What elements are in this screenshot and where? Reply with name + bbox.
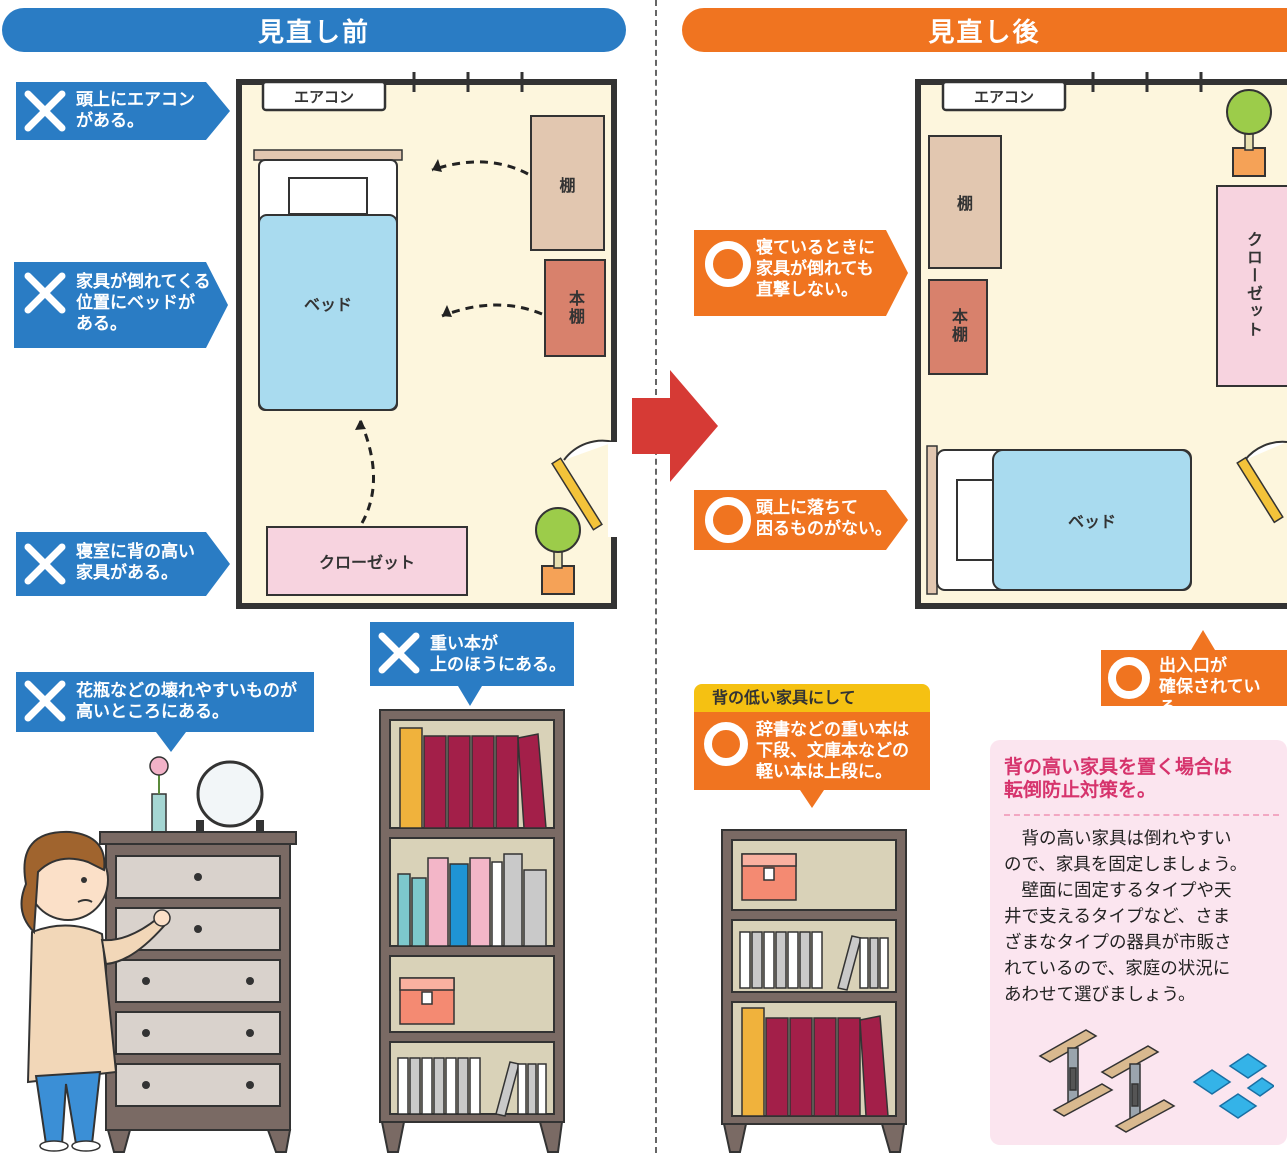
tip-box: 背の高い家具を置く場合は 転倒防止対策を。 背の高い家具は倒れやすい ので、家具…	[990, 740, 1287, 1145]
cross-icon	[24, 543, 66, 585]
before-aircon-label: エアコン	[293, 87, 354, 106]
before-bookshelf-label: 本棚	[566, 290, 585, 326]
circle-icon	[705, 241, 751, 287]
woman-illustration	[20, 830, 171, 1152]
header-before: 見直し前	[2, 8, 626, 52]
after-bed-label: ベッド	[1067, 512, 1116, 531]
circle-icon	[705, 497, 751, 543]
after-shelf-label: 棚	[956, 194, 973, 213]
circle-icon	[1108, 657, 1150, 699]
before-callout-vase: 花瓶などの壊れやすいものが 高いところにある。	[16, 672, 314, 754]
after-aircon-label: エアコン	[973, 87, 1034, 106]
before-callout-books: 重い本が 上のほうにある。	[370, 622, 574, 708]
low-furniture-tag: 背の低い家具にして	[694, 684, 930, 712]
transition-arrow-icon	[632, 370, 718, 482]
cross-icon	[24, 680, 66, 722]
tip-body: 背の高い家具は倒れやすい ので、家具を固定しましょう。 壁面に固定するタイプや天…	[1004, 829, 1248, 1005]
after-callout-sleep: 寝ているときに 家具が倒れても 直撃しない。	[694, 230, 908, 316]
low-bookshelf-illustration	[721, 829, 907, 1153]
circle-icon	[704, 722, 748, 766]
tip-title: 背の高い家具を置く場合は 転倒防止対策を。	[1004, 756, 1233, 801]
before-callout-aircon: 頭上にエアコン がある。	[16, 82, 230, 140]
before-closet-label: クローゼット	[318, 553, 415, 572]
cross-icon	[24, 272, 66, 314]
anti-tip-device-icon	[1038, 1029, 1274, 1133]
before-callout-closet: 寝室に背の高い 家具がある。	[16, 532, 230, 596]
after-closet-label: クローゼット	[1244, 231, 1263, 339]
cross-icon	[24, 90, 66, 132]
cross-icon	[378, 632, 420, 674]
before-shelf-label: 棚	[559, 176, 576, 195]
after-callout-exit: 出入口が 確保されている。	[1101, 630, 1287, 718]
after-room-plan	[915, 72, 1287, 609]
before-room-plan	[236, 72, 618, 609]
before-callout-bed: 家具が倒れてくる 位置にベッドが ある。	[14, 262, 228, 348]
before-bed-label: ベッド	[303, 295, 352, 314]
after-bookshelf-label: 本棚	[949, 308, 968, 344]
after-callout-head: 頭上に落ちて 困るものがない。	[694, 490, 908, 550]
header-after: 見直し後	[682, 8, 1287, 52]
center-divider	[655, 0, 657, 1153]
tall-bookshelf-illustration	[379, 709, 565, 1153]
after-callout-books: 辞書などの重い本は 下段、文庫本などの 軽い本は上段に。	[694, 712, 930, 810]
tip-separator	[1004, 814, 1279, 816]
